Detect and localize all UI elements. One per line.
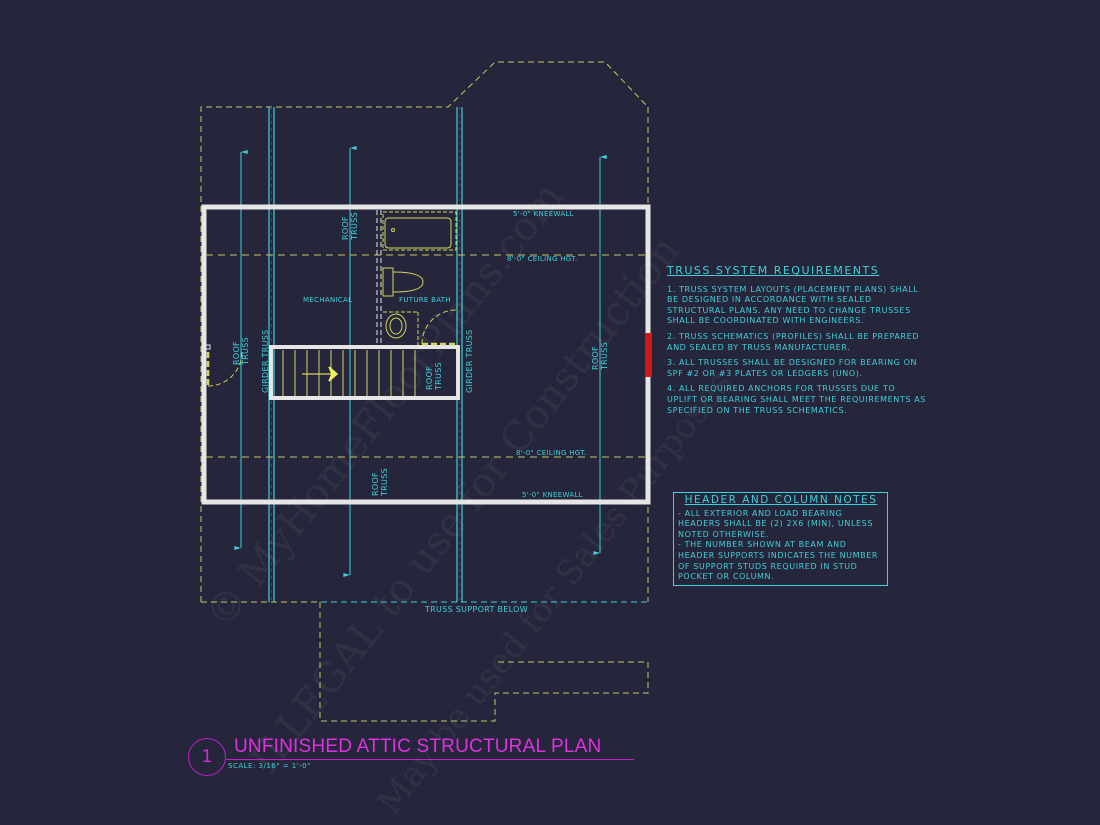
truss-requirement-2: 2. TRUSS SCHEMATICS (PROFILES) SHALL BE … [667, 331, 920, 352]
header-notes-title: HEADER AND COLUMN NOTES [684, 494, 878, 506]
kneewall-bottom-label: 5'-0" KNEEWALL [522, 491, 583, 499]
ceiling-height-lines [206, 254, 646, 458]
truss-requirements-title: TRUSS SYSTEM REQUIREMENTS [667, 264, 880, 277]
truss-support-below-label: TRUSS SUPPORT BELOW [424, 605, 528, 614]
stair-treads [282, 350, 416, 396]
plan-title: UNFINISHED ATTIC STRUCTURAL PLAN [234, 736, 602, 757]
title-underline [226, 759, 634, 760]
bath-partitions [376, 210, 382, 345]
header-note-1: - ALL EXTERIOR AND LOAD BEARING HEADERS … [678, 508, 874, 539]
ceiling-bottom-label: 8'-0" CEILING HGT. [516, 449, 587, 457]
stair-opening-wall [269, 345, 460, 400]
future-bath-label: FUTURE BATH [399, 296, 451, 304]
svg-text:ROOF: ROOF [232, 341, 241, 365]
opening-marker [645, 333, 652, 377]
plan-labels: 5'-0" KNEEWALL 8'-0" CEILING HGT. 8'-0" … [232, 210, 609, 614]
truss-system-requirements: TRUSS SYSTEM REQUIREMENTS 1. TRUSS SYSTE… [667, 264, 927, 421]
svg-text:TRUSS: TRUSS [434, 362, 443, 391]
svg-text:GIRDER TRUSS: GIRDER TRUSS [261, 330, 270, 394]
bath-fixtures [206, 211, 457, 387]
svg-text:TRUSS: TRUSS [380, 468, 389, 497]
truss-requirement-1: 1. TRUSS SYSTEM LAYOUTS (PLACEMENT PLANS… [667, 284, 919, 326]
svg-text:TRUSS: TRUSS [241, 337, 250, 366]
svg-text:ROOF: ROOF [371, 472, 380, 496]
ceiling-top-label: 8'-0" CEILING HGT. [507, 255, 578, 263]
stair-direction-arrow [302, 366, 339, 382]
girder-truss-lines [268, 107, 463, 602]
plan-scale: SCALE: 3/16" = 1'-0" [228, 762, 311, 770]
header-note-2: - THE NUMBER SHOWN AT BEAM AND HEADER SU… [678, 540, 879, 582]
svg-text:ROOF: ROOF [341, 216, 350, 240]
mechanical-label: MECHANICAL [303, 296, 352, 304]
svg-text:TRUSS: TRUSS [600, 342, 609, 371]
svg-text:ROOF: ROOF [591, 346, 600, 370]
truss-requirement-3: 3. ALL TRUSSES SHALL BE DESIGNED FOR BEA… [667, 358, 918, 378]
detail-number-badge: 1 [188, 738, 226, 776]
truss-requirement-4: 4. ALL REQUIRED ANCHORS FOR TRUSSES DUE … [667, 384, 926, 415]
header-and-column-notes: HEADER AND COLUMN NOTES - ALL EXTERIOR A… [673, 492, 888, 586]
svg-text:ROOF: ROOF [425, 366, 434, 390]
svg-text:TRUSS: TRUSS [350, 212, 359, 241]
kneewall-top-label: 5'-0" KNEEWALL [513, 210, 574, 218]
svg-text:GIRDER TRUSS: GIRDER TRUSS [465, 330, 474, 394]
roof-outline [200, 61, 649, 722]
